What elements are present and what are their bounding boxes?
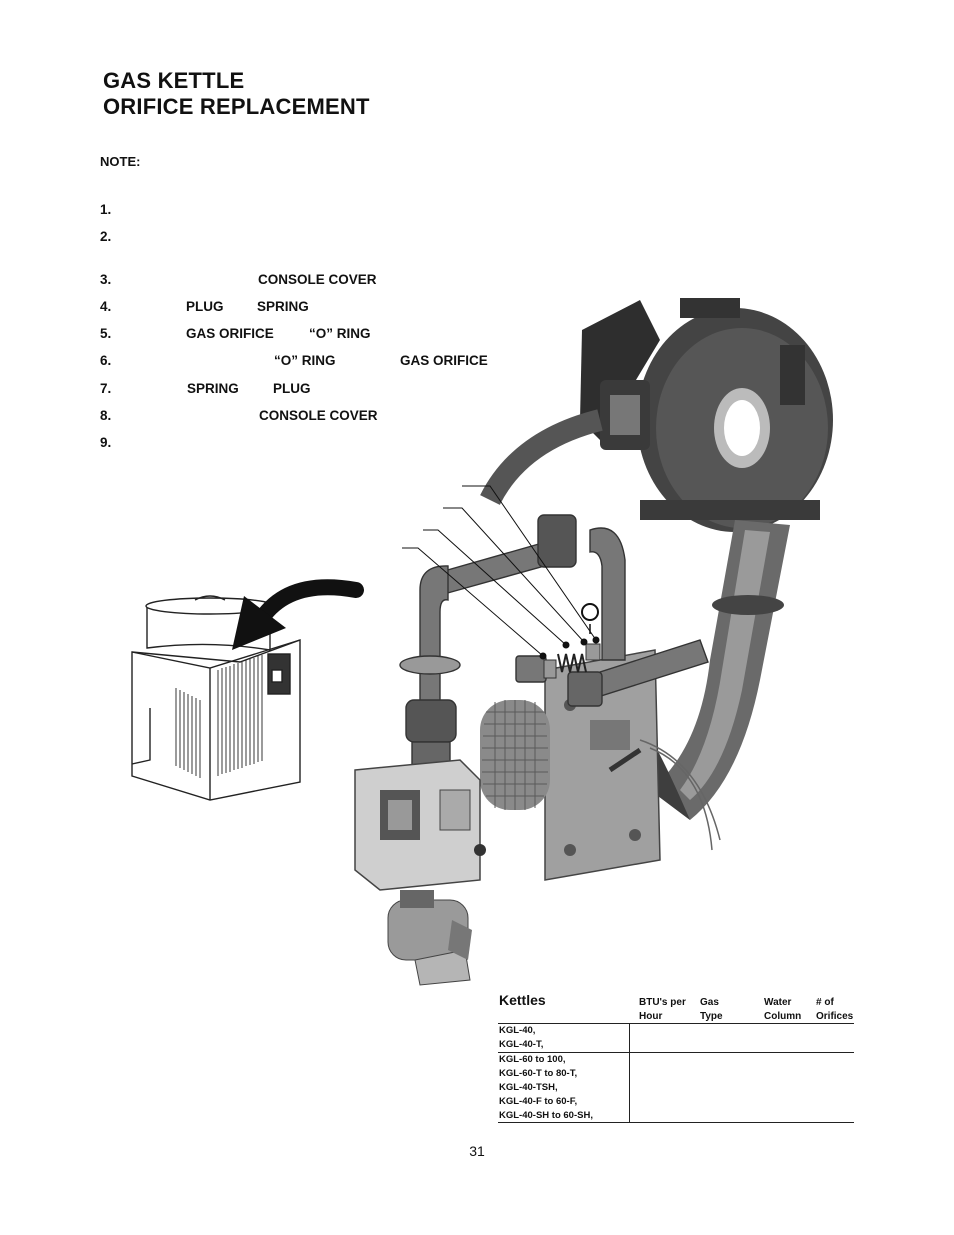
table-cell: KGL-60 to 100,	[499, 1054, 566, 1065]
air-filter-icon	[480, 700, 550, 810]
column-header-line: Water	[764, 997, 792, 1008]
title-line-2: ORIFICE REPLACEMENT	[103, 94, 370, 119]
step-number: 3.	[100, 272, 112, 287]
orifice-icon	[585, 643, 601, 661]
table-rule	[498, 1052, 854, 1053]
burner-assembly-illustration	[131, 298, 833, 986]
column-header-btu: BTU's per Hour	[639, 996, 686, 1024]
step-keyword: “O” RING	[309, 326, 371, 341]
gas-valve-icon	[354, 759, 486, 986]
table-row-group-2: KGL-60 to 100, KGL-60-T to 80-T, KGL-40-…	[499, 1053, 593, 1123]
column-header-gas-type: Gas Type	[700, 996, 723, 1024]
table-column-rule	[629, 1023, 630, 1122]
column-header-line: # of	[816, 997, 834, 1008]
column-header-orifices: # of Orifices	[816, 996, 853, 1024]
page-title: GAS KETTLE ORIFICE REPLACEMENT	[103, 68, 370, 120]
step-keyword: CONSOLE COVER	[258, 272, 377, 287]
title-line-1: GAS KETTLE	[103, 68, 245, 93]
step-2: 2.	[100, 229, 520, 247]
step-7: 7. SPRING PLUG	[100, 381, 520, 399]
table-title: Kettles	[499, 992, 546, 1008]
step-number: 7.	[100, 381, 112, 396]
table-cell: KGL-40-TSH,	[499, 1082, 558, 1093]
step-number: 1.	[100, 202, 112, 217]
column-header-line: Type	[700, 1011, 723, 1022]
column-header-line: Orifices	[816, 1011, 854, 1022]
step-number: 4.	[100, 299, 112, 314]
o-ring-icon	[581, 603, 599, 634]
step-8: 8. CONSOLE COVER	[100, 408, 520, 426]
column-header-line: BTU's per	[639, 997, 686, 1008]
column-header-line: Column	[764, 1011, 802, 1022]
plug-icon	[515, 655, 557, 683]
step-number: 5.	[100, 326, 112, 341]
curved-arrow-icon	[232, 579, 364, 650]
gas-piping-icon	[399, 514, 709, 773]
step-number: 6.	[100, 353, 112, 368]
table-cell: KGL-40-T,	[499, 1039, 544, 1050]
table-cell: KGL-60-T to 80-T,	[499, 1068, 578, 1079]
step-4: 4. PLUG SPRING	[100, 299, 520, 317]
step-keyword: GAS ORIFICE	[186, 326, 274, 341]
table-cell: KGL-40,	[499, 1025, 536, 1036]
column-header-line: Hour	[639, 1011, 663, 1022]
step-9: 9.	[100, 435, 520, 453]
column-header-line: Gas	[700, 997, 719, 1008]
step-keyword: PLUG	[273, 381, 311, 396]
step-keyword: “O” RING	[274, 353, 336, 368]
column-header-water-column: Water Column	[764, 996, 801, 1024]
table-cell: KGL-40-F to 60-F,	[499, 1096, 578, 1107]
step-keyword: GAS ORIFICE	[400, 353, 488, 368]
step-1: 1.	[100, 202, 520, 220]
step-keyword: SPRING	[257, 299, 309, 314]
table-cell: KGL-40-SH to 60-SH,	[499, 1110, 593, 1121]
step-keyword: CONSOLE COVER	[259, 408, 378, 423]
note-label: NOTE:	[100, 154, 141, 169]
step-3: 3. CONSOLE COVER	[100, 272, 520, 290]
table-row-group-1: KGL-40, KGL-40-T,	[499, 1024, 543, 1052]
step-keyword: SPRING	[187, 381, 239, 396]
step-5: 5. GAS ORIFICE “O” RING	[100, 326, 520, 344]
blower-icon	[580, 298, 833, 532]
step-number: 2.	[100, 229, 112, 244]
table-rule	[498, 1122, 854, 1123]
spring-icon	[557, 653, 587, 673]
callout-lines	[402, 485, 600, 660]
step-number: 9.	[100, 435, 112, 450]
step-6: 6. “O” RING GAS ORIFICE	[100, 353, 520, 371]
step-keyword: PLUG	[186, 299, 224, 314]
step-number: 8.	[100, 408, 112, 423]
page-number: 31	[469, 1143, 485, 1159]
table-rule	[498, 1023, 854, 1024]
